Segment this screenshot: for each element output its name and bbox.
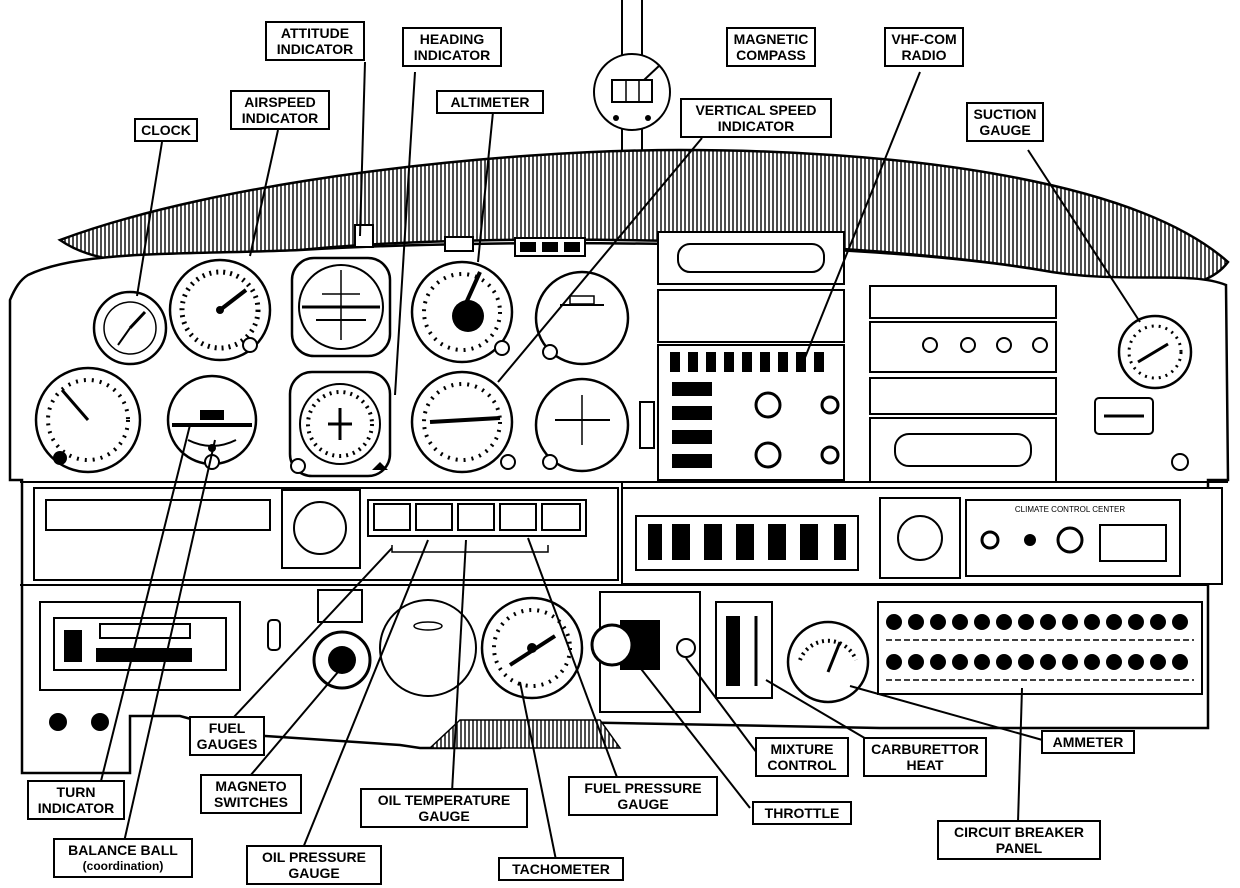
label-throttle: THROTTLE: [752, 801, 852, 825]
climate-panel-title: CLIMATE CONTROL CENTER: [1015, 505, 1125, 514]
vor-gauge-lower: [536, 379, 628, 471]
magnetic-compass-drawing: [594, 0, 670, 160]
label-tachometer: TACHOMETER: [498, 857, 624, 881]
radio-stack: [658, 232, 844, 480]
throttle-quadrant: [592, 592, 772, 712]
circuit-breaker-drawing: [878, 602, 1202, 694]
label-ammeter: AMMETER: [1041, 730, 1135, 754]
label-balance-ball: BALANCE BALL(coordination): [53, 838, 193, 878]
label-clock: CLOCK: [134, 118, 198, 142]
ammeter-drawing: [788, 622, 868, 702]
annunciator-lights: [515, 238, 585, 256]
airspeed-gauge: [170, 260, 270, 360]
label-altimeter: ALTIMETER: [436, 90, 544, 114]
right-avionics: [870, 286, 1056, 482]
tachometer-drawing: [482, 598, 582, 698]
clock-gauge: [94, 292, 166, 364]
turn-coordinator-gauge: [36, 368, 140, 472]
vor-gauge-upper: [536, 272, 628, 364]
heading-gauge: [290, 372, 390, 476]
